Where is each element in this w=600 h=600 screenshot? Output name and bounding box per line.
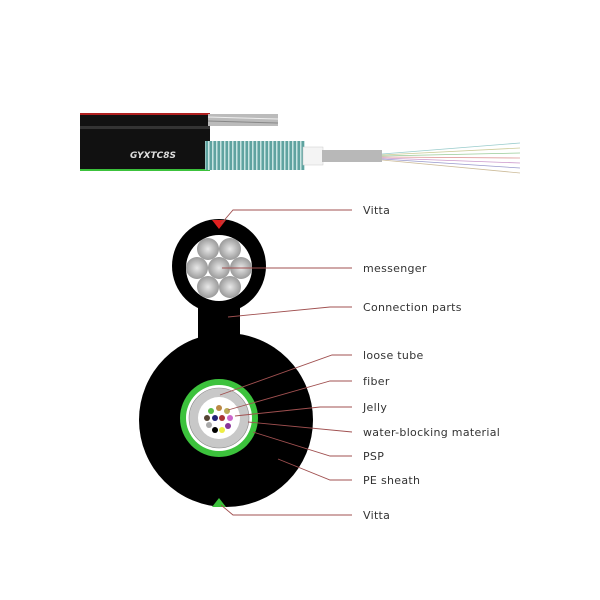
label-pe-sheath: PE sheath [363,474,420,487]
water-blocking-layer [302,146,324,166]
cable-side-view: GYXTC8S [80,113,521,174]
cable-print: GYXTC8S [130,151,176,161]
loose-tube-side [322,150,382,162]
fibers-fanout [381,142,521,174]
label-vitta-top: Vitta [363,204,390,217]
label-connection-parts: Connection parts [363,301,462,314]
messenger-wire [207,114,279,126]
label-jelly: Jelly [362,401,387,414]
messenger-strands [186,238,252,298]
label-vitta-bottom: Vitta [363,509,390,522]
vitta-bottom-marker [212,498,226,507]
leader-lines [219,209,353,516]
label-psp: PSP [363,450,384,463]
label-messenger: messenger [363,262,427,275]
labels: Vitta messenger Connection parts loose t… [362,204,500,522]
cable-cross-section [139,219,313,507]
vitta-stripe-red [80,113,210,115]
label-water-blocking-material: water-blocking material [363,426,500,439]
vitta-stripe-green [80,169,210,171]
psp-armor [205,141,305,170]
label-fiber: fiber [363,375,390,388]
label-loose-tube: loose tube [363,349,424,362]
